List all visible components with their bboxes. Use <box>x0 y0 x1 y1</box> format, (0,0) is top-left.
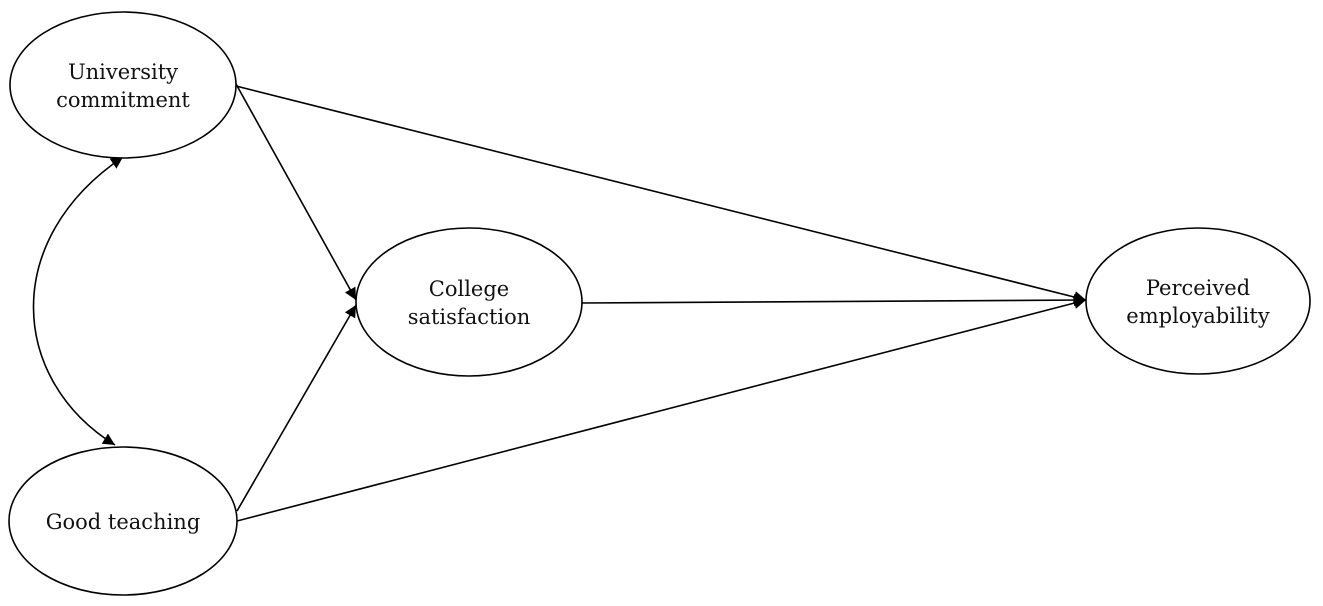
edge-university-commitment-to-college-satisfaction <box>235 83 357 301</box>
node-university-commitment-line-2: commitment <box>56 88 190 112</box>
edge-good-teaching-to-college-satisfaction <box>236 304 357 512</box>
node-university-commitment: University commitment <box>9 11 237 159</box>
edge-college-satisfaction-to-perceived-employability <box>581 294 1087 307</box>
node-perceived-employability: Perceived employability <box>1085 227 1311 375</box>
node-college-satisfaction: College satisfaction <box>355 227 583 377</box>
node-good-teaching-label: Good teaching <box>46 510 201 534</box>
edge-correlation-university-commitment-good-teaching <box>32 156 124 446</box>
node-university-commitment-line-1: University <box>68 60 178 84</box>
node-perceived-employability-line-2: employability <box>1126 304 1270 328</box>
edges <box>32 83 1087 522</box>
node-college-satisfaction-line-1: College <box>429 277 509 301</box>
node-college-satisfaction-line-2: satisfaction <box>408 305 531 329</box>
edge-good-teaching-to-perceived-employability <box>236 297 1087 522</box>
node-good-teaching: Good teaching <box>8 446 238 596</box>
node-perceived-employability-line-1: Perceived <box>1146 276 1250 300</box>
edge-university-commitment-to-perceived-employability <box>235 85 1087 303</box>
